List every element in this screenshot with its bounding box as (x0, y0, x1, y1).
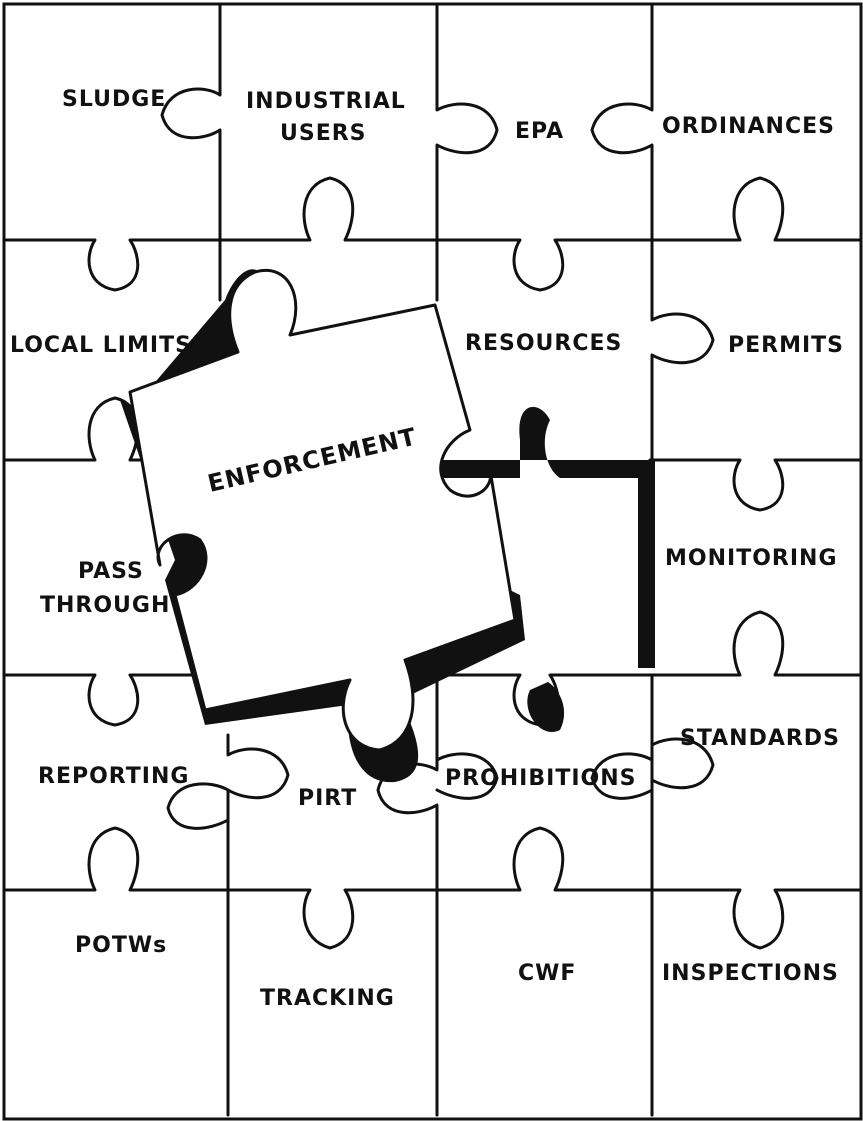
label-resources: RESOURCES (465, 331, 622, 356)
label-local-limits: LOCAL LIMITS (10, 333, 192, 358)
label-pass-through-line1: PASS (78, 559, 144, 584)
label-tracking: TRACKING (260, 986, 395, 1011)
label-sludge: SLUDGE (62, 87, 166, 112)
label-prohibitions: PROHIBITIONS (445, 766, 636, 791)
cut-line-row-3 (5, 675, 200, 725)
label-standards: STANDARDS (680, 726, 840, 751)
label-industrial-users-line1: INDUSTRIAL (246, 89, 406, 114)
label-pass-through-line2: THROUGH (40, 593, 170, 618)
cut-line-row-4 (5, 828, 860, 948)
label-inspections: INSPECTIONS (662, 961, 839, 986)
label-monitoring: MONITORING (665, 546, 838, 571)
label-reporting: REPORTING (38, 764, 189, 789)
cut-line-col-1b (228, 735, 288, 1115)
label-pirt: PIRT (298, 786, 357, 811)
cut-line-row-2b (650, 460, 860, 510)
cut-line-col-3 (592, 5, 713, 460)
cut-line-row-1 (5, 178, 860, 290)
label-epa: EPA (515, 119, 564, 144)
label-ordinances: ORDINANCES (662, 114, 835, 139)
cut-line-col-1 (162, 5, 220, 300)
label-permits: PERMITS (728, 333, 844, 358)
cut-line-knob-potws (168, 784, 228, 828)
cut-line-col-2 (437, 5, 497, 300)
label-cwf: CWF (518, 961, 576, 986)
label-potws: POTWs (75, 933, 167, 958)
label-industrial-users-line2: USERS (280, 121, 367, 146)
